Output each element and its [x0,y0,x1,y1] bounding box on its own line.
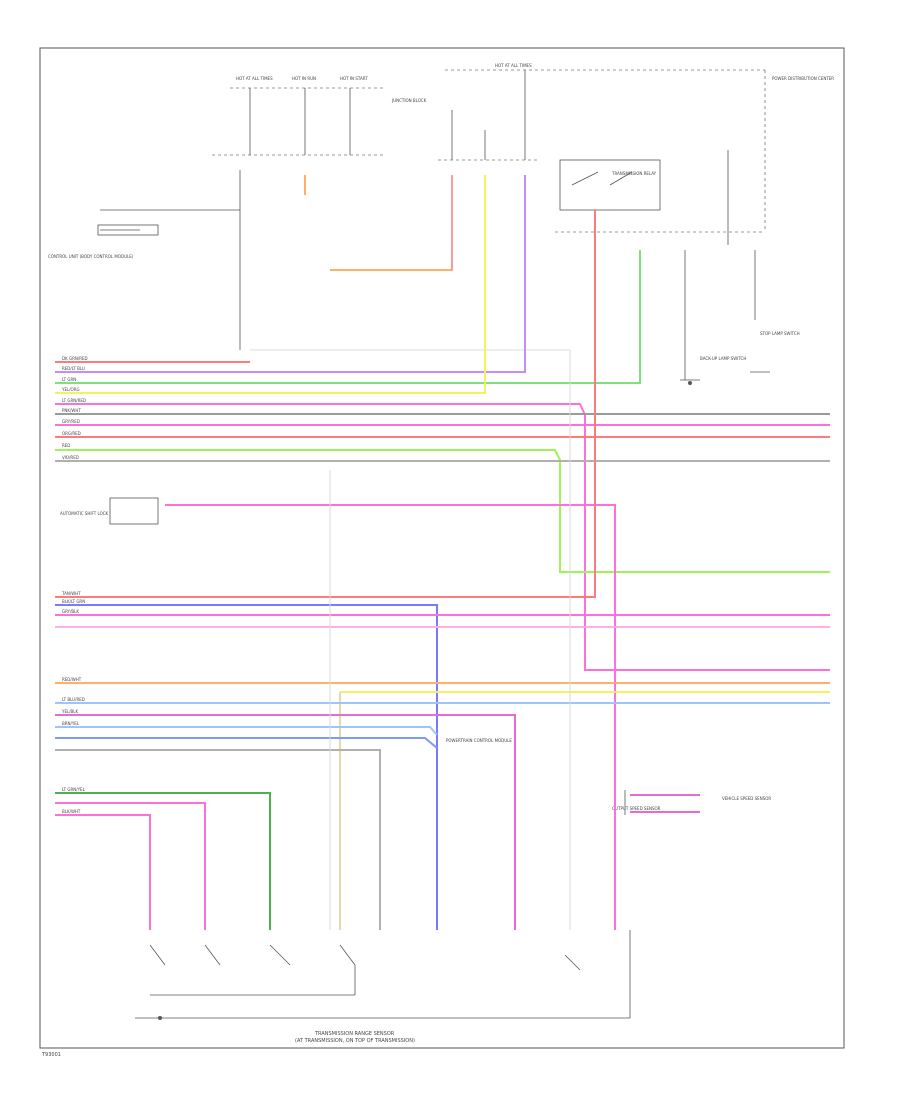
wire-label-4: YEL/ORG [61,387,80,392]
wire-bundle [55,175,830,930]
wire-label-11: TAN/WHT [61,591,81,596]
wire-dark-green [55,792,271,930]
wire-pink-a [55,403,830,671]
label-power-distribution: POWER DISTRIBUTION CENTER [772,76,834,81]
ground-symbols [680,371,770,385]
wire-label-2: RED/LT BLU [62,366,85,371]
label-vehicle-speed: VEHICLE SPEED SENSOR [722,796,771,801]
transmission-relay [559,159,661,211]
fuse-label-4: HOT AT ALL TIMES [495,63,532,68]
wire-orange-loop [330,175,453,271]
wire-label-3: LT GRN [62,377,76,382]
wire-label-16: YEL/BLK [61,709,79,714]
wire-label-8: ORG/RED [62,431,81,436]
wire-magenta-low-b [55,814,151,930]
wire-label-12: BLK/LT GRN [62,599,85,604]
wire-violet-b [55,714,516,930]
wire-lt-green [55,250,641,384]
caption-subtitle: (AT TRANSMISSION, ON TOP OF TRANSMISSION… [295,1038,415,1044]
wire-label-19: BLK/WHT [62,809,81,814]
label-lamp-switch: BACK-UP LAMP SWITCH [700,356,746,361]
wire-label-18: LT GRN/YEL [62,787,86,792]
wire-grey-low [55,749,381,930]
wire-red-relay-down [55,210,596,598]
fuse-label-1: HOT AT ALL TIMES [236,76,273,81]
diagram-frame [39,47,845,1049]
wire-label-13: GRY/BLK [62,609,79,614]
wire-lime [55,449,830,573]
label-transmission-relay: TRANSMISSION RELAY [611,171,657,176]
wire-label-17: BRN/YEL [62,721,80,726]
wire-magenta-shift [165,504,616,930]
wire-label-7: GRY/RED [62,419,80,424]
wire-label-15: LT BLU/RED [62,697,85,702]
wire-label-10: VIO/RED [62,455,79,460]
label-automatic-shift: AUTOMATIC SHIFT LOCK [60,511,109,516]
label-stoplamp: STOP LAMP SWITCH [760,331,800,336]
range-sensor-switches [135,930,631,1020]
wire-blue [55,604,438,930]
label-speed-sensor: OUTPUT SPEED SENSOR [612,806,661,811]
wire-violet-red [55,175,526,373]
shift-lock-module [109,497,159,525]
wire-label-1: DK GRN/RED [62,356,88,361]
wire-label-9: RED [62,443,70,448]
wire-lightblue-c [55,737,438,749]
wire-label-5: LT GRN/RED [62,398,86,403]
wire-yellow-orange [55,175,486,394]
wire-label-14: RED/WHT [62,677,82,682]
label-controller: CONTROL UNIT (BODY CONTROL MODULE) [48,254,134,259]
fuse-label-3: HOT IN START [340,76,368,81]
wire-magenta-low-a [55,802,206,930]
label-junction-block: JUNCTION BLOCK [391,98,427,103]
wire-lightblue-b [55,726,438,736]
fuse-block-area [97,69,766,380]
corner-code: T93001 [41,1052,61,1058]
label-pcm: POWERTRAIN CONTROL MODULE [446,738,512,743]
wire-label-6: PNK/WHT [62,408,81,413]
caption-title: TRANSMISSION RANGE SENSOR [314,1031,395,1037]
fuse-label-2: HOT IN RUN [292,76,316,81]
